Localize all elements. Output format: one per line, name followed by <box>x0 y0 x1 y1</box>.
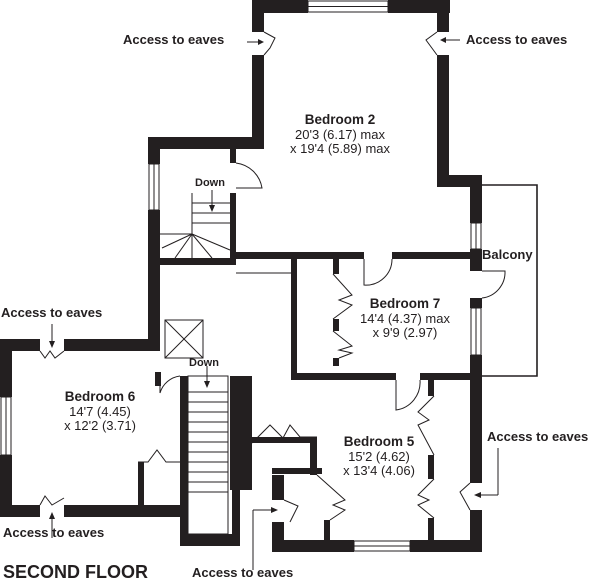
eaves-label-top-right: Access to eaves <box>466 32 568 47</box>
room-dimension: x 13'4 (4.06) <box>343 463 415 479</box>
room-dimension: 14'7 (4.45) <box>69 403 131 419</box>
eaves-label-bedroom6-top: Access to eaves <box>1 305 103 320</box>
room-dimension: x 9'9 (2.97) <box>372 325 438 341</box>
eaves-label-top-left: Access to eaves <box>123 32 225 47</box>
room-dimension: 14'4 (4.37) max <box>360 310 450 326</box>
stairs-down-label-lower: Down <box>189 357 219 369</box>
room-bedroom-5: Bedroom 5 15'2 (4.62) x 13'4 (4.06) <box>332 434 426 479</box>
floor-title: SECOND FLOOR <box>3 562 149 582</box>
room-bedroom-2: Bedroom 2 20'3 (6.17) max x 19'4 (5.89) … <box>280 112 400 157</box>
fixtures <box>0 0 538 570</box>
eaves-label-bottom-center: Access to eaves <box>192 565 294 580</box>
room-name: Bedroom 6 <box>64 389 136 404</box>
room-dimension: x 19'4 (5.89) max <box>289 141 391 157</box>
room-dimension: x 12'2 (3.71) <box>64 418 136 434</box>
walls <box>0 0 482 552</box>
stairs-down-label-upper: Down <box>195 177 225 189</box>
room-dimension: 20'3 (6.17) max <box>295 126 385 142</box>
eaves-label-bedroom5-right: Access to eaves <box>487 429 589 444</box>
room-dimension: 15'2 (4.62) <box>348 448 410 464</box>
eaves-label-bedroom6-bottom: Access to eaves <box>3 525 105 540</box>
room-bedroom-6: Bedroom 6 14'7 (4.45) x 12'2 (3.71) <box>50 389 150 434</box>
arrow-heads <box>49 37 481 519</box>
room-bedroom-7: Bedroom 7 14'4 (4.37) max x 9'9 (2.97) <box>350 296 460 341</box>
room-name: Bedroom 7 <box>369 296 441 311</box>
balcony-label: Balcony <box>482 247 533 262</box>
room-name: Bedroom 5 <box>343 434 415 449</box>
room-name: Bedroom 2 <box>304 112 376 127</box>
